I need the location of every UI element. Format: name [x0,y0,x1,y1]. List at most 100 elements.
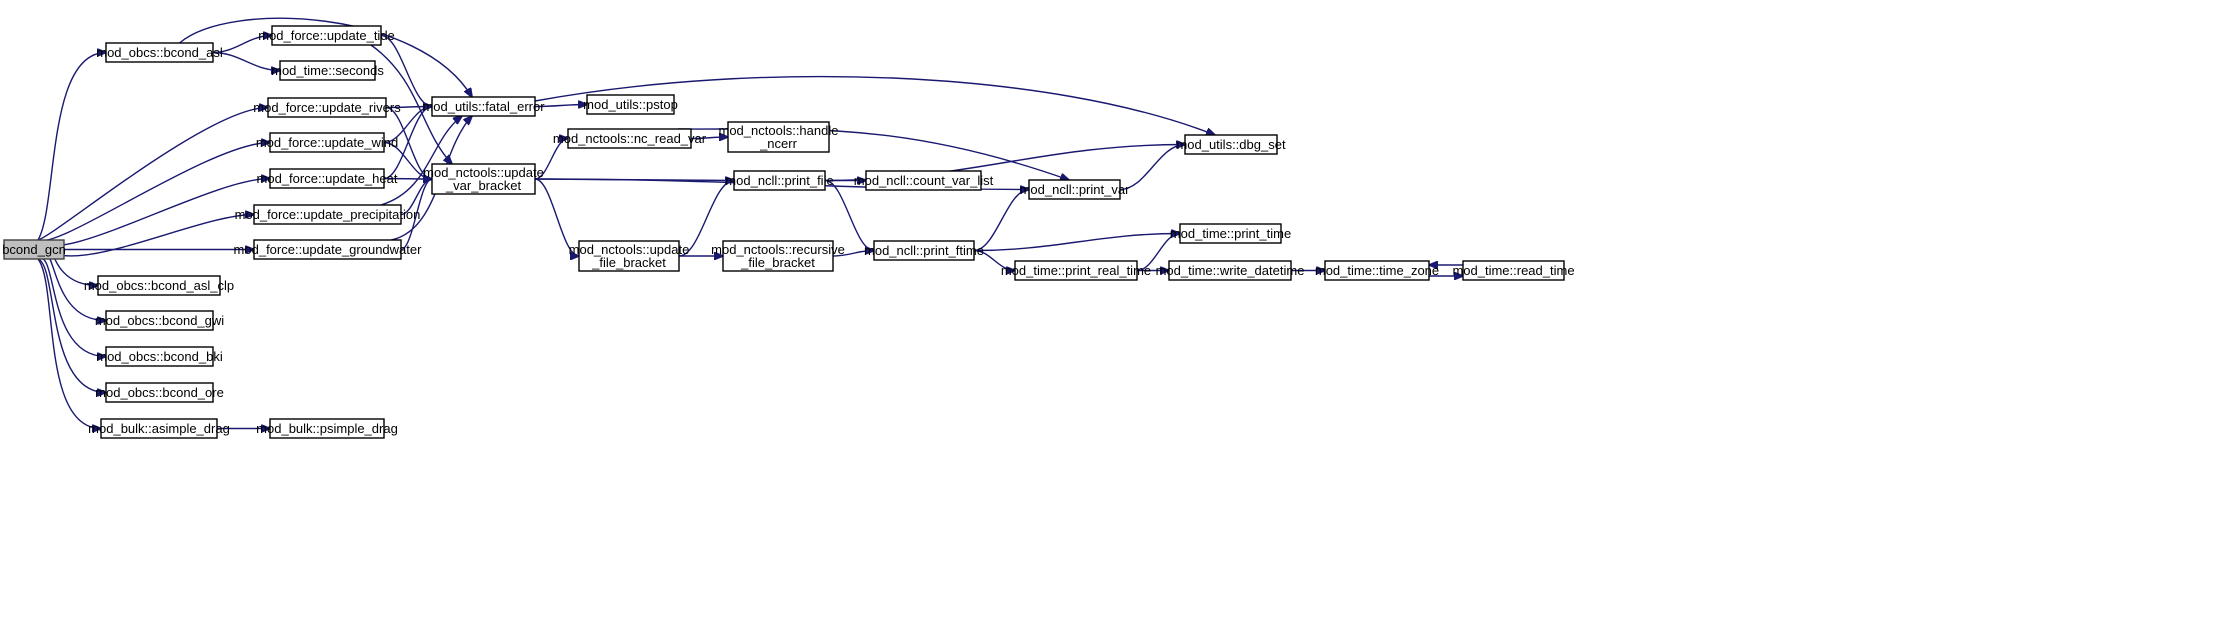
node-update-wind[interactable]: mod_force::update_wind [256,132,398,153]
node-label: mod_ncll::count_var_list [854,173,994,188]
node-update-precip[interactable]: mod_force::update_precipitation [235,204,421,225]
node-label: mod_time::time_zone [1315,263,1439,278]
node-label: mod_force::update_heat [257,171,398,186]
edge-bcond_gcn-to-update_wind [37,143,270,242]
edge-print_file-to-print_ftime [824,179,874,251]
node-bcond-ore[interactable]: mod_obcs::bcond_ore [95,382,224,403]
node-seconds[interactable]: mod_time::seconds [271,60,384,81]
node-label: mod_time::print_real_time [1001,263,1151,278]
node-label: mod_force::update_groundwater [234,242,423,257]
edge-bcond_asl-to-fatal_error [179,17,473,97]
node-print-time[interactable]: mod_time::print_time [1170,223,1291,244]
node-update-heat[interactable]: mod_force::update_heat [257,168,398,189]
edge-print_ftime-to-print_real_time [973,249,1015,271]
node-update-tide[interactable]: mod_force::update_tide [258,25,395,46]
node-box [269,168,385,189]
edge-print_var-to-dbg_set [1119,145,1185,191]
node-label: mod_nctools::update [569,242,690,257]
node-print-file[interactable]: mod_ncll::print_file [725,170,834,191]
node-box [253,204,402,225]
node-label: bcond_gcn [2,242,66,257]
node-box [567,128,692,149]
node-dbg-set[interactable]: mod_utils::dbg_set [1176,134,1286,155]
node-box [1462,260,1565,281]
edge-update_var_bracket-to-update_file_bracket [534,178,579,256]
edge-bcond_asl-to-seconds [212,51,280,71]
node-label: mod_nctools::nc_read_var [553,131,707,146]
node-box [873,240,975,261]
node-label: mod_bulk::asimple_drag [88,421,230,436]
node-handle-ncerr[interactable]: mod_nctools::handle_ncerr [719,121,839,153]
edge-print_ftime-to-print_time [973,234,1180,252]
node-bcond-gcn[interactable]: bcond_gcn [2,239,66,260]
edge-update_heat-to-fatal_error [383,107,432,180]
node-update-var-bracket[interactable]: mod_nctools::update_var_bracket [423,163,544,195]
node-print-var[interactable]: mod_ncll::print_var [1020,179,1130,200]
node-box [100,418,218,439]
edge-bcond_gcn-to-bcond_bki [37,257,106,356]
node-label: mod_nctools::update [423,165,544,180]
node-label: mod_utils::fatal_error [422,99,545,114]
node-label: mod_nctools::recursive [711,242,845,257]
node-box [269,132,385,153]
node-bcond-bki[interactable]: mod_obcs::bcond_bki [96,346,223,367]
node-print-real-time[interactable]: mod_time::print_real_time [1001,260,1151,281]
nodes-layer: bcond_gcnmod_obcs::bcond_aslmod_force::u… [2,25,1575,439]
node-nc-read-var[interactable]: mod_nctools::nc_read_var [553,128,707,149]
node-box [253,239,402,260]
node-box [1184,134,1278,155]
node-recursive-file-bracket[interactable]: mod_nctools::recursive_file_bracket [711,240,845,272]
node-label: mod_bulk::psimple_drag [256,421,398,436]
node-label: _ncerr [759,136,798,151]
node-count-var-list[interactable]: mod_ncll::count_var_list [854,170,994,191]
node-label: mod_obcs::bcond_bki [96,349,223,364]
edge-nc_read_var-to-print_var [677,128,1069,180]
edge-fatal_error-to-pstop [534,105,587,107]
node-bcond-asl-clp[interactable]: mod_obcs::bcond_asl_clp [84,275,234,296]
node-print-ftime[interactable]: mod_ncll::print_ftime [864,240,984,261]
node-label: mod_obcs::bcond_gwi [95,313,224,328]
node-box [105,42,214,63]
node-psimple-drag[interactable]: mod_bulk::psimple_drag [256,418,398,439]
edge-nc_read_var-to-handle_ncerr [690,137,728,139]
node-label: mod_force::update_precipitation [235,207,421,222]
node-box [271,25,382,46]
edge-bcond_asl-to-update_tide [212,36,272,54]
edge-update_tide-to-update_var_bracket [370,44,452,164]
node-box [267,97,387,118]
node-box [727,121,830,153]
edge-update_var_bracket-to-nc_read_var [534,139,568,180]
node-label: mod_ncll::print_var [1020,182,1130,197]
node-fatal-error[interactable]: mod_utils::fatal_error [422,96,545,117]
node-bcond-asl[interactable]: mod_obcs::bcond_asl [96,42,223,63]
node-label: mod_time::write_datetime [1156,263,1305,278]
edge-print_real_time-to-print_time [1136,234,1180,272]
node-box [1028,179,1121,200]
node-write-datetime[interactable]: mod_time::write_datetime [1156,260,1305,281]
edge-bcond_gcn-to-update_rivers [37,108,268,241]
edge-update_gw-to-update_var_bracket [400,179,432,251]
node-label: _var_bracket [445,178,522,193]
node-box [733,170,826,191]
node-update-file-bracket[interactable]: mod_nctools::update_file_bracket [569,240,690,272]
node-box [1168,260,1292,281]
node-label: mod_utils::dbg_set [1176,137,1286,152]
node-box [105,310,214,331]
node-label: mod_time::seconds [271,63,384,78]
node-update-gw[interactable]: mod_force::update_groundwater [234,239,423,260]
node-update-rivers[interactable]: mod_force::update_rivers [253,97,401,118]
node-box [269,418,385,439]
node-read-time[interactable]: mod_time::read_time [1452,260,1575,281]
node-label: mod_obcs::bcond_ore [95,385,224,400]
node-pstop[interactable]: mod_utils::pstop [583,94,678,115]
node-label: mod_force::update_wind [256,135,398,150]
node-asimple-drag[interactable]: mod_bulk::asimple_drag [88,418,230,439]
node-time-zone[interactable]: mod_time::time_zone [1315,260,1439,281]
node-box [431,96,536,117]
node-box [279,60,376,81]
node-label: mod_ncll::print_file [725,173,833,188]
node-bcond-gwi[interactable]: mod_obcs::bcond_gwi [95,310,224,331]
node-label: mod_obcs::bcond_asl_clp [84,278,234,293]
edge-update_tide-to-fatal_error [380,34,432,107]
node-label: mod_time::print_time [1170,226,1291,241]
